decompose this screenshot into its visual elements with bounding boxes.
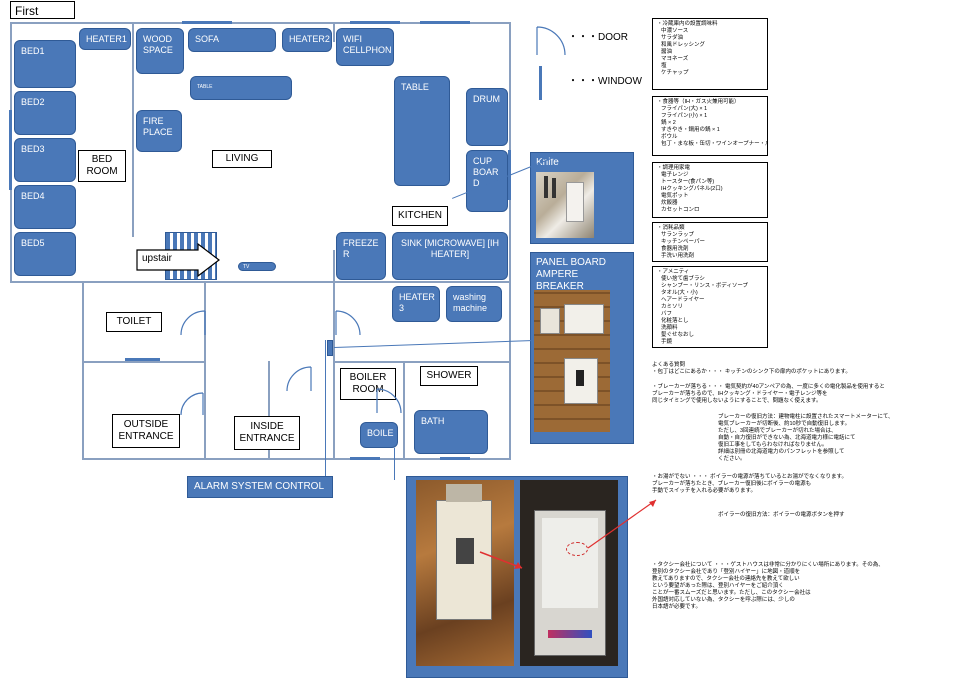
legend-door-icon [536,26,566,56]
knife-panel-title: Knife [536,157,559,168]
page-title: First [10,1,75,19]
info-box-appliances: ・調理用家電 電子レンジ トースター(食パン等) IHクッキングパネル(2口) … [652,162,768,218]
note-hot-water: ・お湯がでない ・・・ ボイラーの電源が落ちているとお湯がでなくなります。 ブレ… [652,474,848,494]
wall-lower-bottom [82,458,510,460]
bed-4: BED4 [14,185,76,229]
breaker-panel-title: PANEL BOARD AMPERE BREAKER [536,257,607,292]
window-top-1 [182,21,232,24]
wifi-cellphone: WIFI CELLPHON [336,28,394,66]
room-label-shower: SHOWER [420,366,478,386]
boiler: BOILE [360,422,398,448]
wall-toilet-bottom [82,361,205,363]
breaker-pointer-line [334,340,534,348]
breaker-photo [534,290,610,432]
room-label-bedroom: BED ROOM [78,150,126,182]
room-label-boiler-room: BOILER ROOM [340,368,396,400]
alarm-device [327,340,333,356]
alarm-line [325,340,326,480]
boiler-pointer-line [394,448,395,480]
room-label-toilet: TOILET [106,312,162,332]
room-label-outside-entrance: OUTSIDE ENTRANCE [112,414,180,448]
bed-5: BED5 [14,232,76,276]
note-breaker: ・ブレーカーが落ちる・・・ 電気契約が40アンペアの為、一度に多くの電化製品を使… [652,384,885,404]
wall-kitchen-divider [333,22,335,42]
room-label-inside-entrance: INSIDE ENTRANCE [234,416,300,450]
info-box-consumables: ・消耗品類 サランラップ キッチンペーパー 食器用洗剤 手洗い用洗剤 [652,222,768,262]
info-box-dishes: ・食器等（IH・ガス火兼用可能） フライパン(大) × 1 フライパン(小) ×… [652,96,768,156]
window-top-3 [420,21,470,24]
wall-bath-top [333,361,510,363]
door-center [335,310,361,336]
boiler-red-arrow-2 [587,499,657,549]
upstair-arrow [136,243,220,277]
wood-space: WOOD SPACE [136,28,184,74]
bed-1: BED1 [14,40,76,88]
wall-toilet-right [204,281,206,459]
note-breaker-recovery: ブレーカーの復旧方法：建物電柱に設置されたスマートメーターにて、 電気ブレーカー… [718,414,894,462]
note-boiler-recovery: ボイラーの復旧方法：ボイラーの電源ボタンを押す [718,512,845,518]
drum: DRUM [466,88,508,146]
boiler-photo-left [416,480,514,666]
door-boiler [286,366,312,392]
room-label-living: LIVING [212,150,272,168]
window-bottom-3 [440,457,470,460]
washing-machine: washing machine [446,286,502,322]
heater-1: HEATER1 [79,28,131,50]
wall-center-divider [333,250,335,460]
knife-photo [536,172,594,238]
wall-outer-top [10,22,510,24]
window-left [9,110,12,190]
legend-window-icon [539,66,542,100]
bath: BATH [414,410,488,454]
wall-bedroom-divider [132,22,134,237]
boiler-photo-right [520,480,618,666]
freezer: FREEZE R [336,232,386,280]
window-bottom-2 [350,457,380,460]
table-small: TABLE [190,76,292,100]
heater-2: HEATER2 [282,28,332,52]
heater-3: HEATER 3 [392,286,440,322]
room-label-kitchen: KITCHEN [392,206,448,226]
wall-inside-entrance [268,361,270,459]
window-bottom-1 [125,358,160,361]
door-toilet [180,310,206,336]
door-outside-entrance [180,392,204,416]
fire-place: FIRE PLACE [136,110,182,152]
bed-3: BED3 [14,138,76,182]
wall-bottom-upper [10,281,510,283]
legend-window: ・・・WINDOW [568,76,642,87]
note-knife: よくある質問 ・包丁はどこにあるか・・・ キッチンのシンク下の扉内のポケットにあ… [652,362,851,375]
table: TABLE [394,76,450,186]
upstair-label: upstair [142,253,173,264]
alarm-system-control: ALARM SYSTEM CONTROL [187,476,333,498]
note-taxi: ・タクシー会社について ・・・ゲストハウスは非常に分かりにくい場所にあります。そ… [652,562,884,610]
cupboard: CUP BOAR D [466,150,508,212]
legend-door: ・・・DOOR [568,32,628,43]
tv: TV [238,262,276,271]
info-box-amenities: ・アメニティ 使い捨て歯ブラシ シャンプー・リンス・ボディソープ タオル(大・小… [652,266,768,348]
wall-outer-right [509,22,511,460]
sofa: SOFA [188,28,276,52]
wall-lower-left [82,281,84,459]
boiler-red-arrow-1 [479,551,523,569]
sink: SINK [MICROWAVE] [IH HEATER] [392,232,508,280]
door-shower [376,388,402,414]
bed-2: BED2 [14,91,76,135]
wall-boiler-right [403,361,405,459]
window-top-2 [350,21,400,24]
info-box-seasonings: ・冷蔵庫内の設置調味料 中濃ソース サラダ油 和風ドレッシング 醤油 マヨネーズ… [652,18,768,90]
